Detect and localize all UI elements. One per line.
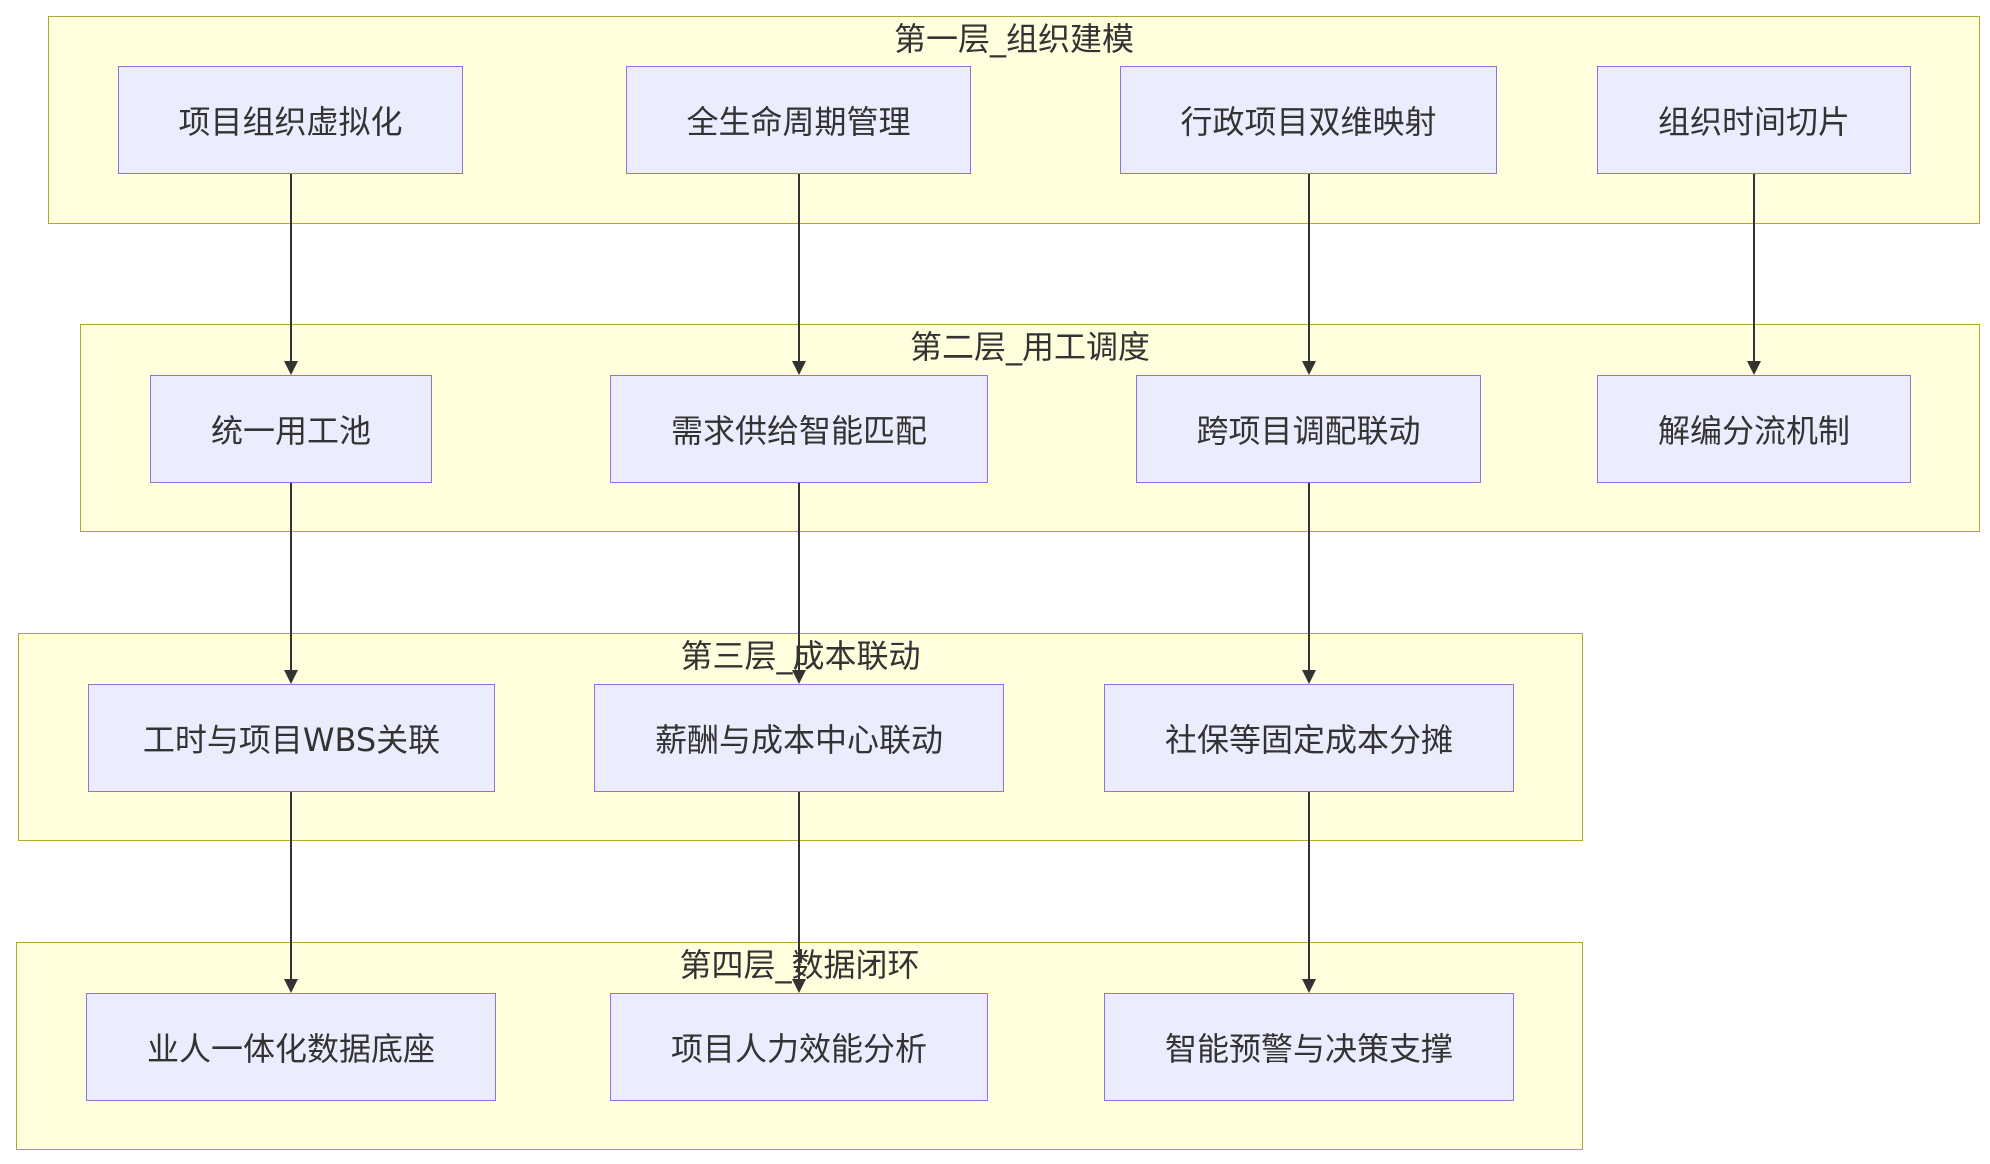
node-smart-alert-decision[interactable]: 智能预警与决策支撑 <box>1104 993 1514 1101</box>
node-fixed-cost-allocation[interactable]: 社保等固定成本分摊 <box>1104 684 1514 792</box>
node-project-org-virtualization[interactable]: 项目组织虚拟化 <box>118 66 463 174</box>
node-salary-cost-center[interactable]: 薪酬与成本中心联动 <box>594 684 1004 792</box>
node-unified-labor-pool[interactable]: 统一用工池 <box>150 375 432 483</box>
layer-4-title: 第四层_数据闭环 <box>679 946 920 984</box>
node-cross-project-dispatch[interactable]: 跨项目调配联动 <box>1136 375 1481 483</box>
node-disband-diversion[interactable]: 解编分流机制 <box>1597 375 1911 483</box>
node-org-time-slicing[interactable]: 组织时间切片 <box>1597 66 1911 174</box>
node-admin-project-dual-mapping[interactable]: 行政项目双维映射 <box>1120 66 1497 174</box>
node-demand-supply-matching[interactable]: 需求供给智能匹配 <box>610 375 988 483</box>
node-worktime-wbs-link[interactable]: 工时与项目WBS关联 <box>88 684 495 792</box>
layer-2-title: 第二层_用工调度 <box>909 328 1150 366</box>
node-full-lifecycle-management[interactable]: 全生命周期管理 <box>626 66 971 174</box>
layer-1-title: 第一层_组织建模 <box>893 20 1134 58</box>
node-project-hr-efficiency[interactable]: 项目人力效能分析 <box>610 993 988 1101</box>
layer-3-title: 第三层_成本联动 <box>680 637 921 675</box>
node-unified-data-foundation[interactable]: 业人一体化数据底座 <box>86 993 496 1101</box>
